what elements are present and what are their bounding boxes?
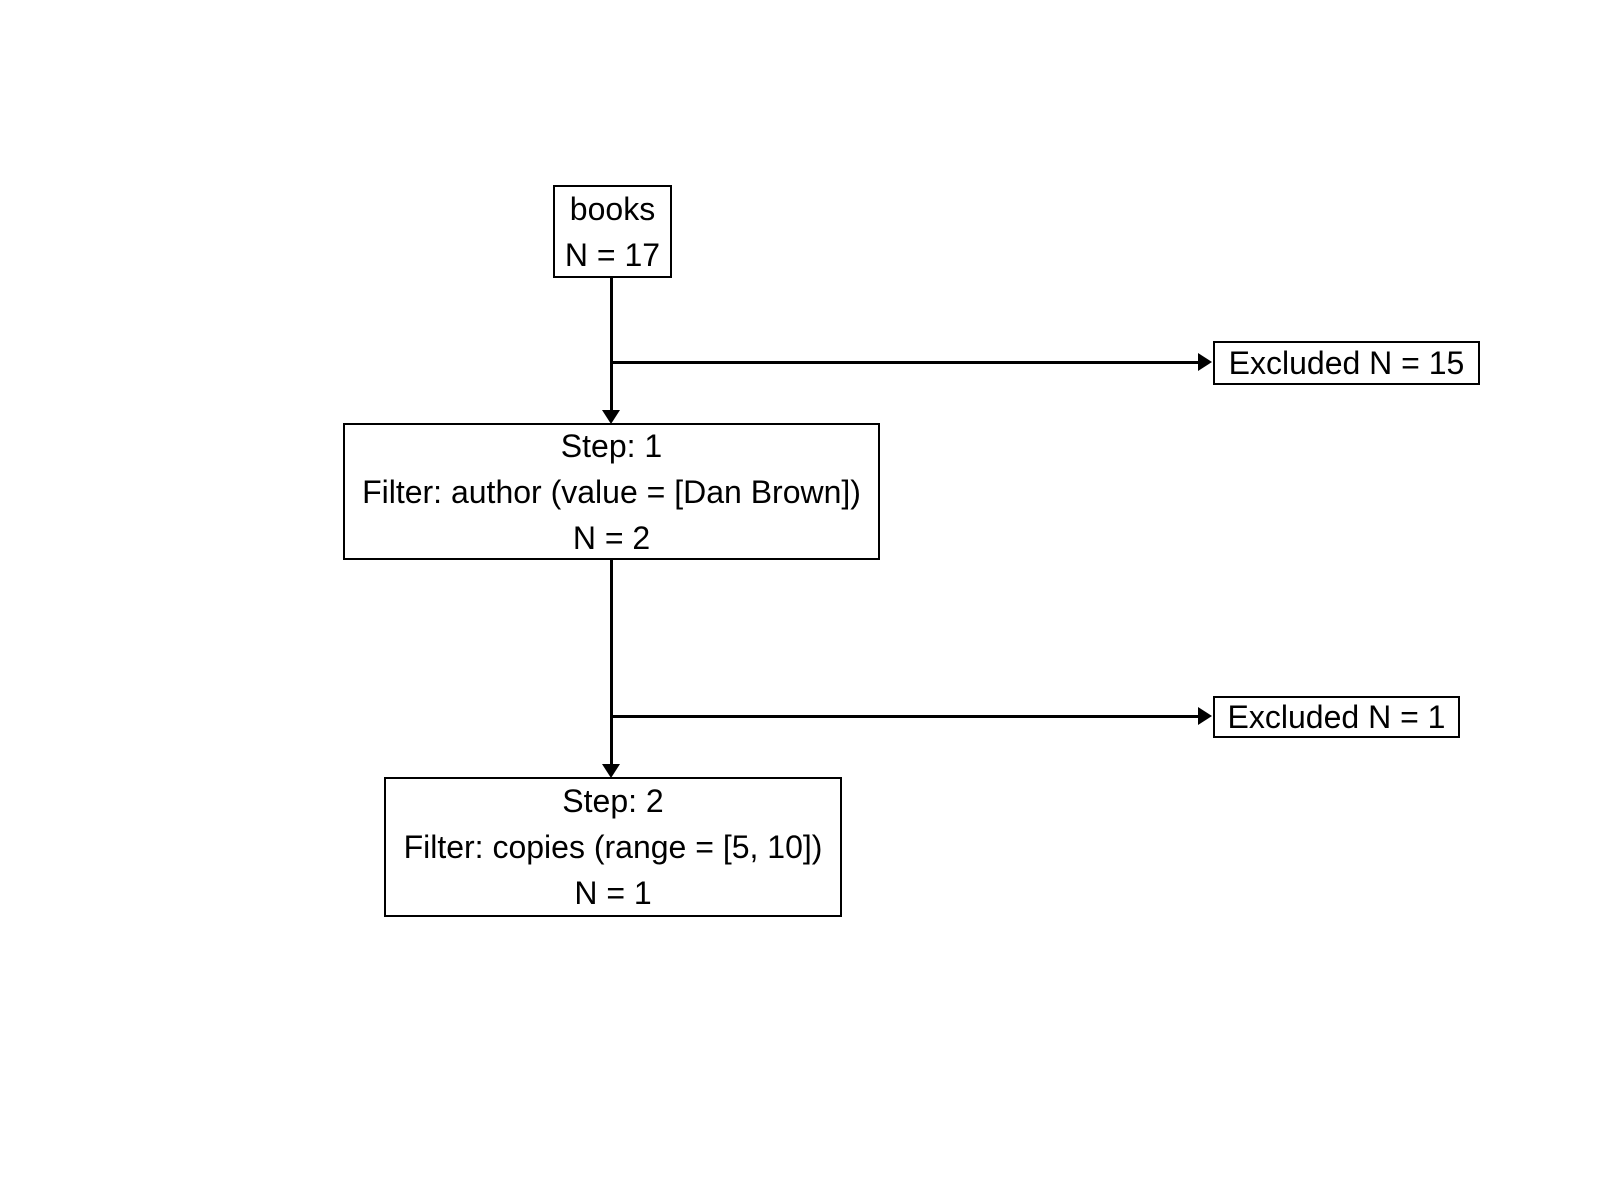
source-name: books — [569, 190, 656, 227]
source-count: N = 17 — [564, 236, 661, 273]
step1-title: Step: 1 — [560, 427, 663, 464]
step1-node: Step: 1 Filter: author (value = [Dan Bro… — [343, 423, 880, 560]
arrow-step1-to-step2-line — [610, 560, 613, 764]
excluded1-label: Excluded N = 15 — [1228, 345, 1465, 381]
arrow-source-to-step1-head-icon — [602, 410, 620, 424]
excluded2-label: Excluded N = 1 — [1227, 699, 1446, 735]
arrow-source-to-step1-line — [610, 277, 613, 411]
arrow-step1-to-step2-head-icon — [602, 764, 620, 778]
arrow-to-excluded2-line — [611, 715, 1198, 718]
step2-filter: Filter: copies (range = [5, 10]) — [403, 829, 823, 865]
arrow-to-excluded1-head-icon — [1198, 353, 1212, 371]
excluded1-node: Excluded N = 15 — [1213, 341, 1480, 385]
step2-title: Step: 2 — [562, 783, 664, 819]
step1-filter: Filter: author (value = [Dan Brown]) — [362, 473, 861, 510]
excluded2-node: Excluded N = 1 — [1213, 696, 1460, 738]
step2-node: Step: 2 Filter: copies (range = [5, 10])… — [384, 777, 842, 917]
step2-count: N = 1 — [574, 875, 652, 911]
step1-count: N = 2 — [572, 519, 651, 556]
source-node: books N = 17 — [553, 185, 672, 278]
arrow-to-excluded1-line — [611, 361, 1198, 364]
arrow-to-excluded2-head-icon — [1198, 707, 1212, 725]
